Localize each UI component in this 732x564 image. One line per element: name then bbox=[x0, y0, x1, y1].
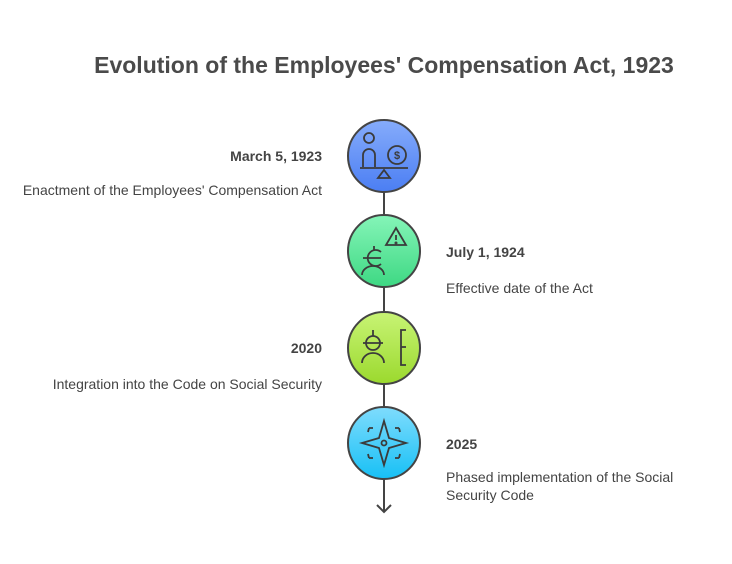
event-description: Integration into the Code on Social Secu… bbox=[52, 376, 322, 392]
arrow-head-icon bbox=[376, 504, 392, 514]
event-description: Enactment of the Employees' Compensation… bbox=[22, 182, 322, 198]
svg-text:$: $ bbox=[394, 150, 400, 162]
worker-warning-icon bbox=[347, 214, 421, 288]
diagram-title: Evolution of the Employees' Compensation… bbox=[94, 52, 674, 78]
event-description: Phased implementation of the Social Secu… bbox=[446, 469, 674, 503]
worker-bracket-icon bbox=[347, 311, 421, 385]
event-description: Effective date of the Act bbox=[446, 280, 593, 296]
event-date: March 5, 1923 bbox=[230, 148, 322, 164]
event-date: 2020 bbox=[290, 340, 322, 356]
event-date: 2025 bbox=[446, 436, 478, 452]
event-date: July 1, 1924 bbox=[446, 244, 525, 260]
compass-star-icon bbox=[347, 406, 421, 480]
balance-scale-person-dollar-icon: $ bbox=[347, 119, 421, 193]
